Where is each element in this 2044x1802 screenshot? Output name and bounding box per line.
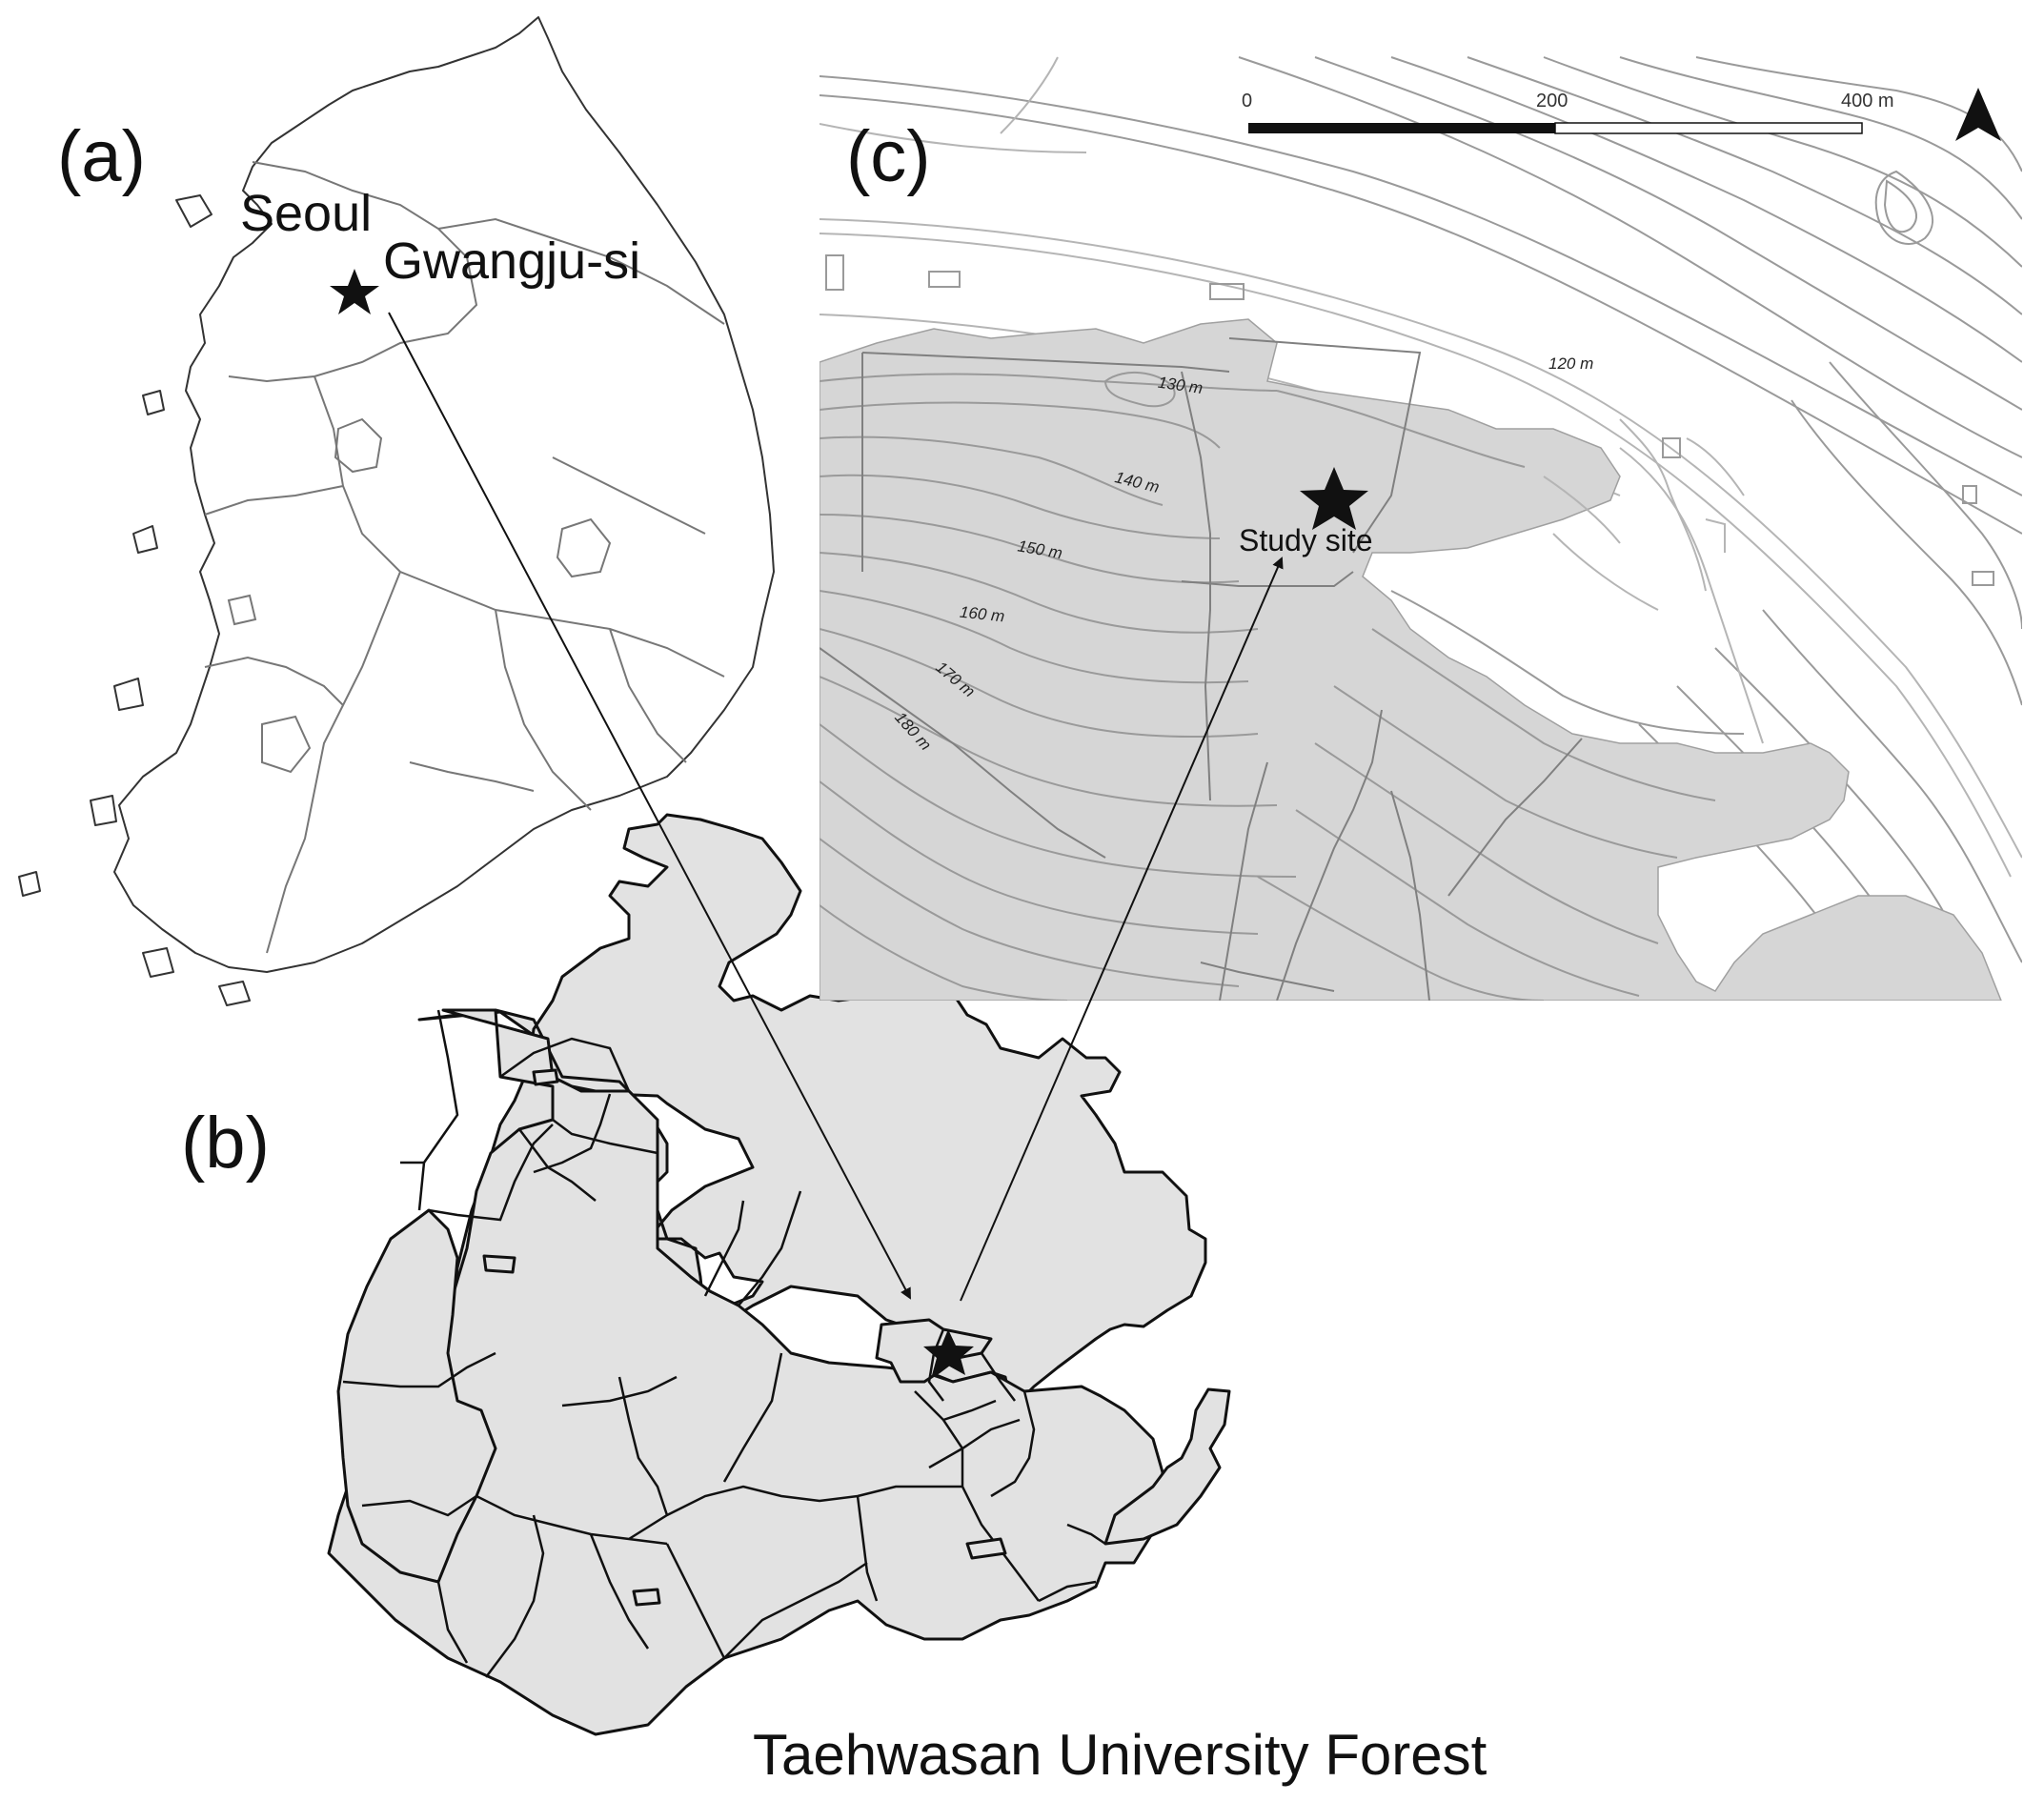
scale-tick-0: 0 (1242, 91, 1252, 111)
island (142, 390, 165, 415)
scale-bar-black (1248, 123, 1555, 133)
roads (820, 56, 2022, 878)
city-boundary (261, 715, 312, 774)
island (132, 525, 158, 554)
panel-b-label: (b) (181, 1103, 270, 1184)
connector-arrow-b-to-c (960, 557, 1284, 1302)
city-boundary (227, 594, 257, 626)
panel-b-map: (b) Taehwasan University Forest (181, 813, 1487, 1787)
scale-bar: 0 200 400 m (1242, 91, 1894, 134)
study-site-label: Study site (1239, 523, 1373, 557)
korea-outline (113, 16, 775, 973)
island (218, 981, 251, 1006)
compartment (482, 1254, 516, 1274)
city-boundary (334, 417, 383, 474)
panel-a-label: (a) (57, 116, 146, 197)
island (113, 678, 144, 711)
place-label-seoul: Seoul (240, 185, 372, 242)
star-icon (330, 269, 379, 314)
forest-west-lobe (336, 1208, 497, 1584)
star-icon (1300, 467, 1368, 530)
island (90, 795, 117, 826)
scale-tick-200: 200 (1536, 91, 1568, 111)
panel-a-map: (a) Seoul Gwangju-si (18, 16, 775, 1006)
compartment (532, 1068, 559, 1086)
island (175, 194, 212, 228)
connector-arrow-a-to-b (388, 312, 911, 1300)
forest-east-arm (1103, 1387, 1231, 1546)
forest-name-label: Taehwasan University Forest (753, 1723, 1487, 1787)
city-boundary (556, 517, 612, 578)
scale-bar-white (1554, 122, 1863, 134)
panel-c-label: (c) (846, 116, 931, 197)
buildings (825, 254, 1994, 586)
star-icon (923, 1329, 974, 1375)
scale-tick-400: 400 m (1841, 91, 1894, 111)
study-area-shading (820, 318, 2002, 1001)
contour-label-160m: 160 m (959, 603, 1005, 626)
north-arrow-icon (1955, 88, 2001, 141)
local-roads (1543, 418, 1745, 611)
island (142, 947, 174, 978)
panel-c-map: 120 m 130 m 140 m 150 m 160 m 170 m 180 … (820, 52, 2022, 1001)
compartment (632, 1588, 661, 1607)
province-boundaries (204, 161, 725, 954)
compartment-grid (820, 337, 1583, 1001)
contour-label-120m: 120 m (1548, 354, 1593, 373)
island (18, 871, 41, 897)
compartment (965, 1537, 1007, 1560)
place-label-gwangju-si: Gwangju-si (383, 233, 640, 290)
